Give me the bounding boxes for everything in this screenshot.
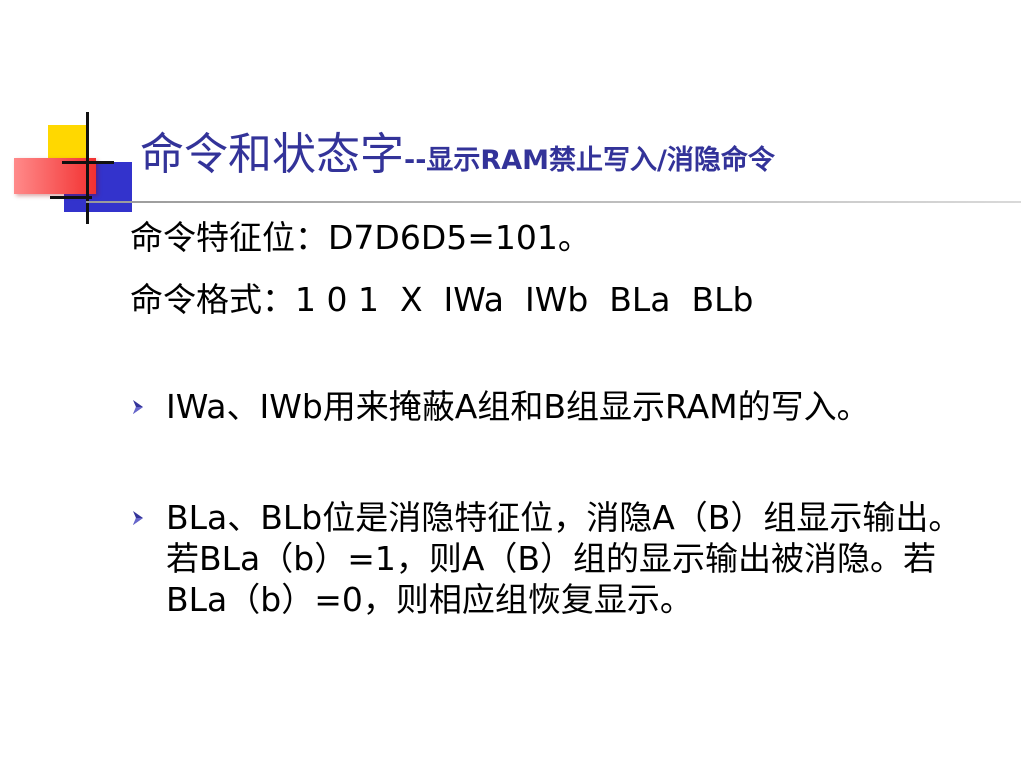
decor-red-bar: [14, 158, 96, 194]
bullet-text: IWa、IWb用来掩蔽A组和B组显示RAM的写入。: [166, 387, 870, 426]
title-divider: [86, 201, 1021, 203]
decor-vertical-line: [86, 112, 89, 224]
feature-bits-line: 命令特征位：D7D6D5=101。: [130, 218, 591, 257]
chevron-right-icon: [133, 511, 143, 525]
slide-title: 命令和状态字--显示RAM禁止写入/消隐命令: [140, 118, 775, 182]
bullet-text: BLa、BLb位是消隐特征位，消隐A（B）组显示输出。若BLa（b）=1，则A（…: [166, 498, 962, 619]
decor-horizontal-line: [50, 196, 92, 199]
decor-horizontal-line: [62, 161, 114, 164]
title-subtitle: --显示RAM禁止写入/消隐命令: [404, 145, 775, 176]
title-main: 命令和状态字: [140, 129, 404, 180]
chevron-right-icon: [133, 400, 143, 414]
command-format-line: 命令格式：1 0 1 X IWa IWb BLa BLb: [130, 280, 754, 319]
